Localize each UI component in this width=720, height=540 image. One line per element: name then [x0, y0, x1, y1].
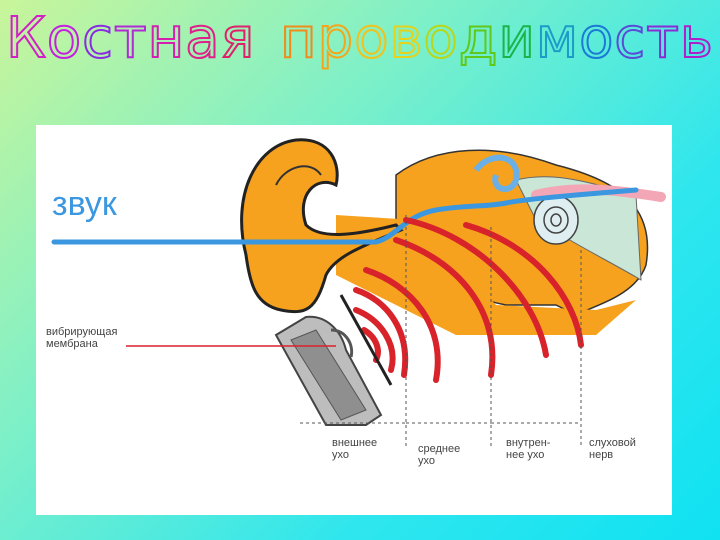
- title-letter: о: [47, 6, 82, 71]
- outer-ear-label-line1: внешнее: [332, 437, 377, 449]
- title-letter: р: [318, 6, 355, 71]
- title-letter: о: [579, 6, 614, 71]
- membrane-label-line2: мембрана: [46, 338, 117, 350]
- nerve-label-line2: нерв: [589, 449, 636, 461]
- inner-ear-label-line1: внутрен-: [506, 437, 550, 449]
- middle-ear-label-line1: среднее: [418, 443, 460, 455]
- middle-ear-label-line2: ухо: [418, 455, 460, 467]
- outer-ear-label: внешнее ухо: [332, 437, 377, 461]
- middle-ear-label: среднее ухо: [418, 443, 460, 467]
- title-letter: с: [82, 6, 114, 71]
- title-letter: о: [424, 6, 459, 71]
- title-letter: м: [536, 6, 579, 71]
- inner-ear-label-line2: нее ухо: [506, 449, 550, 461]
- outer-ear-label-line2: ухо: [332, 449, 377, 461]
- title-letter: п: [280, 6, 318, 71]
- title-letter: ь: [680, 6, 714, 71]
- membrane-label-line1: вибрирующая: [46, 326, 117, 338]
- nerve-label-line1: слуховой: [589, 437, 636, 449]
- title-letter: т: [114, 6, 148, 71]
- sound-label: звук: [52, 185, 117, 224]
- inner-ear-label: внутрен- нее ухо: [506, 437, 550, 461]
- title-letter: д: [459, 6, 499, 71]
- title-letter: н: [148, 6, 186, 71]
- title-letter: и: [498, 6, 535, 71]
- bone-conduction-diagram: звук вибрирующая мембрана внешнее ухо ср…: [36, 125, 672, 515]
- title-letter: о: [354, 6, 389, 71]
- title-letter: т: [646, 6, 680, 71]
- title-letter: я: [221, 6, 256, 71]
- auditory-nerve-label: слуховой нерв: [589, 437, 636, 461]
- cochlea: [534, 196, 578, 244]
- title-letter: К: [6, 6, 47, 71]
- page-title: Костная проводимость: [0, 6, 720, 71]
- membrane-label: вибрирующая мембрана: [46, 326, 117, 350]
- title-letter: а: [185, 6, 220, 71]
- title-letter: с: [614, 6, 646, 71]
- title-letter: [255, 6, 274, 71]
- title-letter: в: [389, 6, 423, 71]
